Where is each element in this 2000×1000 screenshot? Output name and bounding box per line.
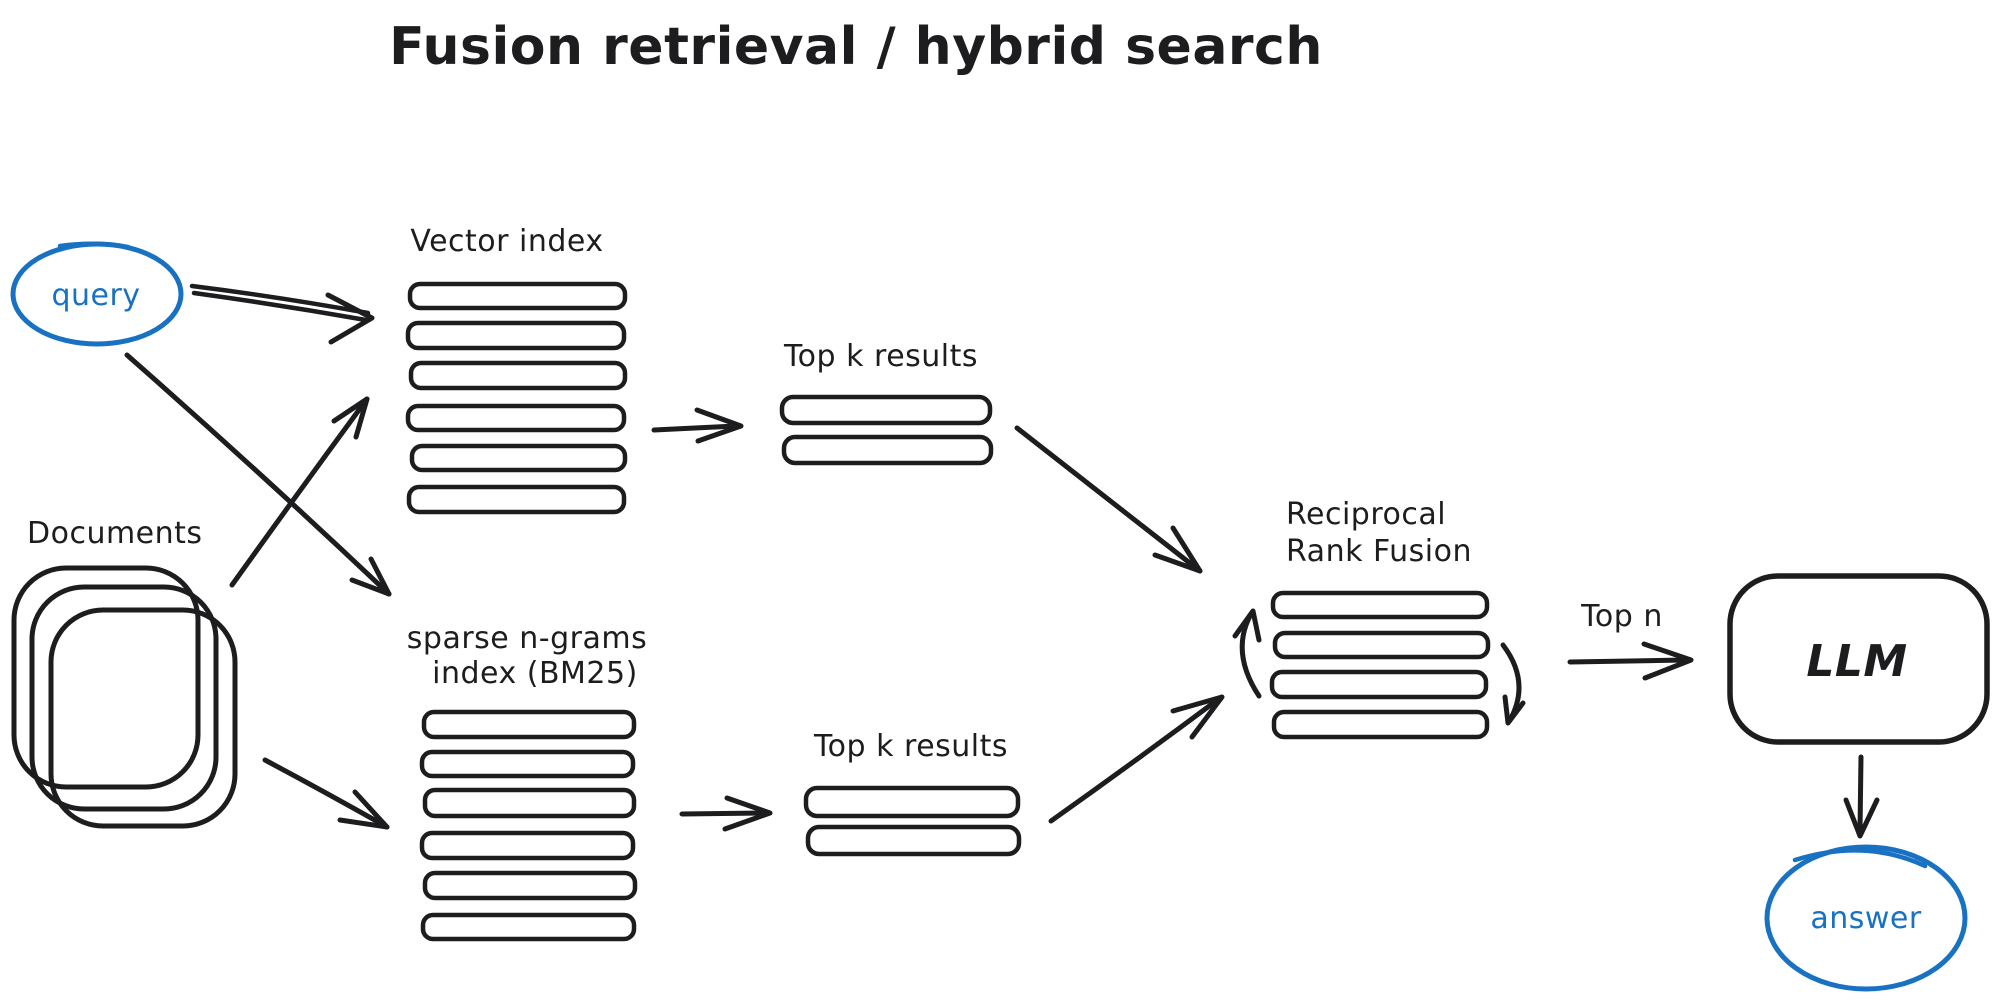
arrow-query-to-vector-index xyxy=(189,283,375,345)
query-ellipse-sketch-stroke xyxy=(57,241,131,250)
llm-box xyxy=(1727,573,1990,745)
vector-index-bar xyxy=(405,403,627,433)
arrow-query-to-sparse-index xyxy=(124,352,392,597)
documents-node: Documents xyxy=(11,516,238,829)
rrf-bar xyxy=(1271,709,1490,740)
documents-page-middle xyxy=(29,584,219,812)
arrow-sparse-index-to-top-k xyxy=(679,795,773,832)
arrow-top-k-vector-to-rrf xyxy=(1014,425,1203,574)
documents-label: Documents xyxy=(27,516,203,551)
rrf-label-line1: Reciprocal xyxy=(1286,497,1446,532)
top-k-sparse-bar xyxy=(803,785,1021,819)
rrf-bar xyxy=(1269,669,1489,700)
rrf-cycle-arrow-right xyxy=(1500,642,1526,726)
diagram-title: Fusion retrieval / hybrid search xyxy=(389,17,1323,77)
arrow-documents-to-sparse-index xyxy=(262,757,390,830)
sparse-index-label-line1: sparse n-grams xyxy=(407,621,647,656)
rrf-bar xyxy=(1270,590,1490,620)
rrf-cycle-arrow-left xyxy=(1232,608,1262,699)
query-label: query xyxy=(51,278,140,313)
sparse-index-bar xyxy=(419,830,636,861)
sparse-index-label-line2: index (BM25) xyxy=(432,656,638,691)
documents-page-back xyxy=(11,565,201,790)
arrow-rrf-to-llm xyxy=(1567,641,1694,681)
rrf-label-line2: Rank Fusion xyxy=(1286,534,1472,569)
answer-ellipse-sketch-stroke xyxy=(1792,848,1928,869)
arrow-llm-to-answer xyxy=(1843,754,1880,839)
llm-label: LLM xyxy=(1806,636,1907,687)
rrf-bar xyxy=(1272,630,1491,660)
answer-ellipse xyxy=(1764,844,1968,992)
top-k-vector-bar xyxy=(779,394,993,426)
rrf-node: Reciprocal Rank Fusion xyxy=(1232,497,1526,740)
sparse-index-bar xyxy=(420,912,637,942)
arrow-top-k-sparse-to-rrf xyxy=(1048,694,1225,824)
top-n-label: Top n xyxy=(1580,599,1663,634)
documents-page-front xyxy=(48,607,238,829)
sparse-index-bar xyxy=(421,709,637,740)
arrow-vector-index-to-top-k xyxy=(651,407,744,444)
answer-label: answer xyxy=(1810,901,1922,936)
vector-index-bar xyxy=(405,320,627,351)
top-k-sparse-bar xyxy=(805,824,1022,857)
top-n-edge: Top n xyxy=(1567,599,1694,681)
sparse-index-node: sparse n-grams index (BM25) xyxy=(407,621,647,942)
vector-index-node: Vector index xyxy=(405,224,628,515)
top-k-vector-bar xyxy=(781,434,994,466)
vector-index-label: Vector index xyxy=(410,224,603,259)
sparse-index-bar xyxy=(419,749,636,779)
llm-node: LLM xyxy=(1727,573,1990,745)
vector-index-bar xyxy=(409,443,628,473)
answer-node: answer xyxy=(1764,844,1968,992)
top-k-sparse-node: Top k results xyxy=(803,729,1022,857)
top-k-vector-node: Top k results xyxy=(779,339,994,466)
vector-index-bar xyxy=(408,360,628,391)
vector-index-bar xyxy=(406,484,627,515)
arrow-documents-to-vector-index xyxy=(229,396,370,588)
sparse-index-bar xyxy=(422,870,638,901)
vector-index-bar xyxy=(407,281,628,311)
top-k-vector-label: Top k results xyxy=(783,339,978,374)
query-node: query xyxy=(10,241,184,347)
sparse-index-bar xyxy=(422,787,637,819)
top-k-sparse-label: Top k results xyxy=(813,729,1008,764)
